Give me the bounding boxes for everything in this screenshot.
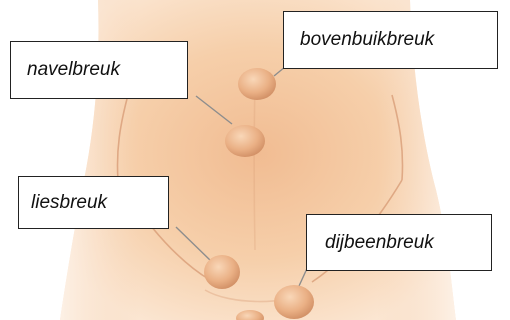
label-dijbeenbreuk-text: dijbeenbreuk xyxy=(325,232,434,254)
label-navelbreuk: navelbreuk xyxy=(10,41,188,99)
bulge-lies xyxy=(204,255,240,289)
label-bovenbuikbreuk: bovenbuikbreuk xyxy=(283,11,498,69)
label-liesbreuk: liesbreuk xyxy=(18,176,169,229)
label-navelbreuk-text: navelbreuk xyxy=(27,59,120,81)
label-bovenbuikbreuk-text: bovenbuikbreuk xyxy=(300,29,434,51)
bulge-dijbeen xyxy=(274,285,314,319)
bulge-bovenbuik xyxy=(238,68,276,100)
label-liesbreuk-text: liesbreuk xyxy=(31,192,107,214)
label-dijbeenbreuk: dijbeenbreuk xyxy=(306,214,492,271)
bulge-navel xyxy=(225,125,265,157)
